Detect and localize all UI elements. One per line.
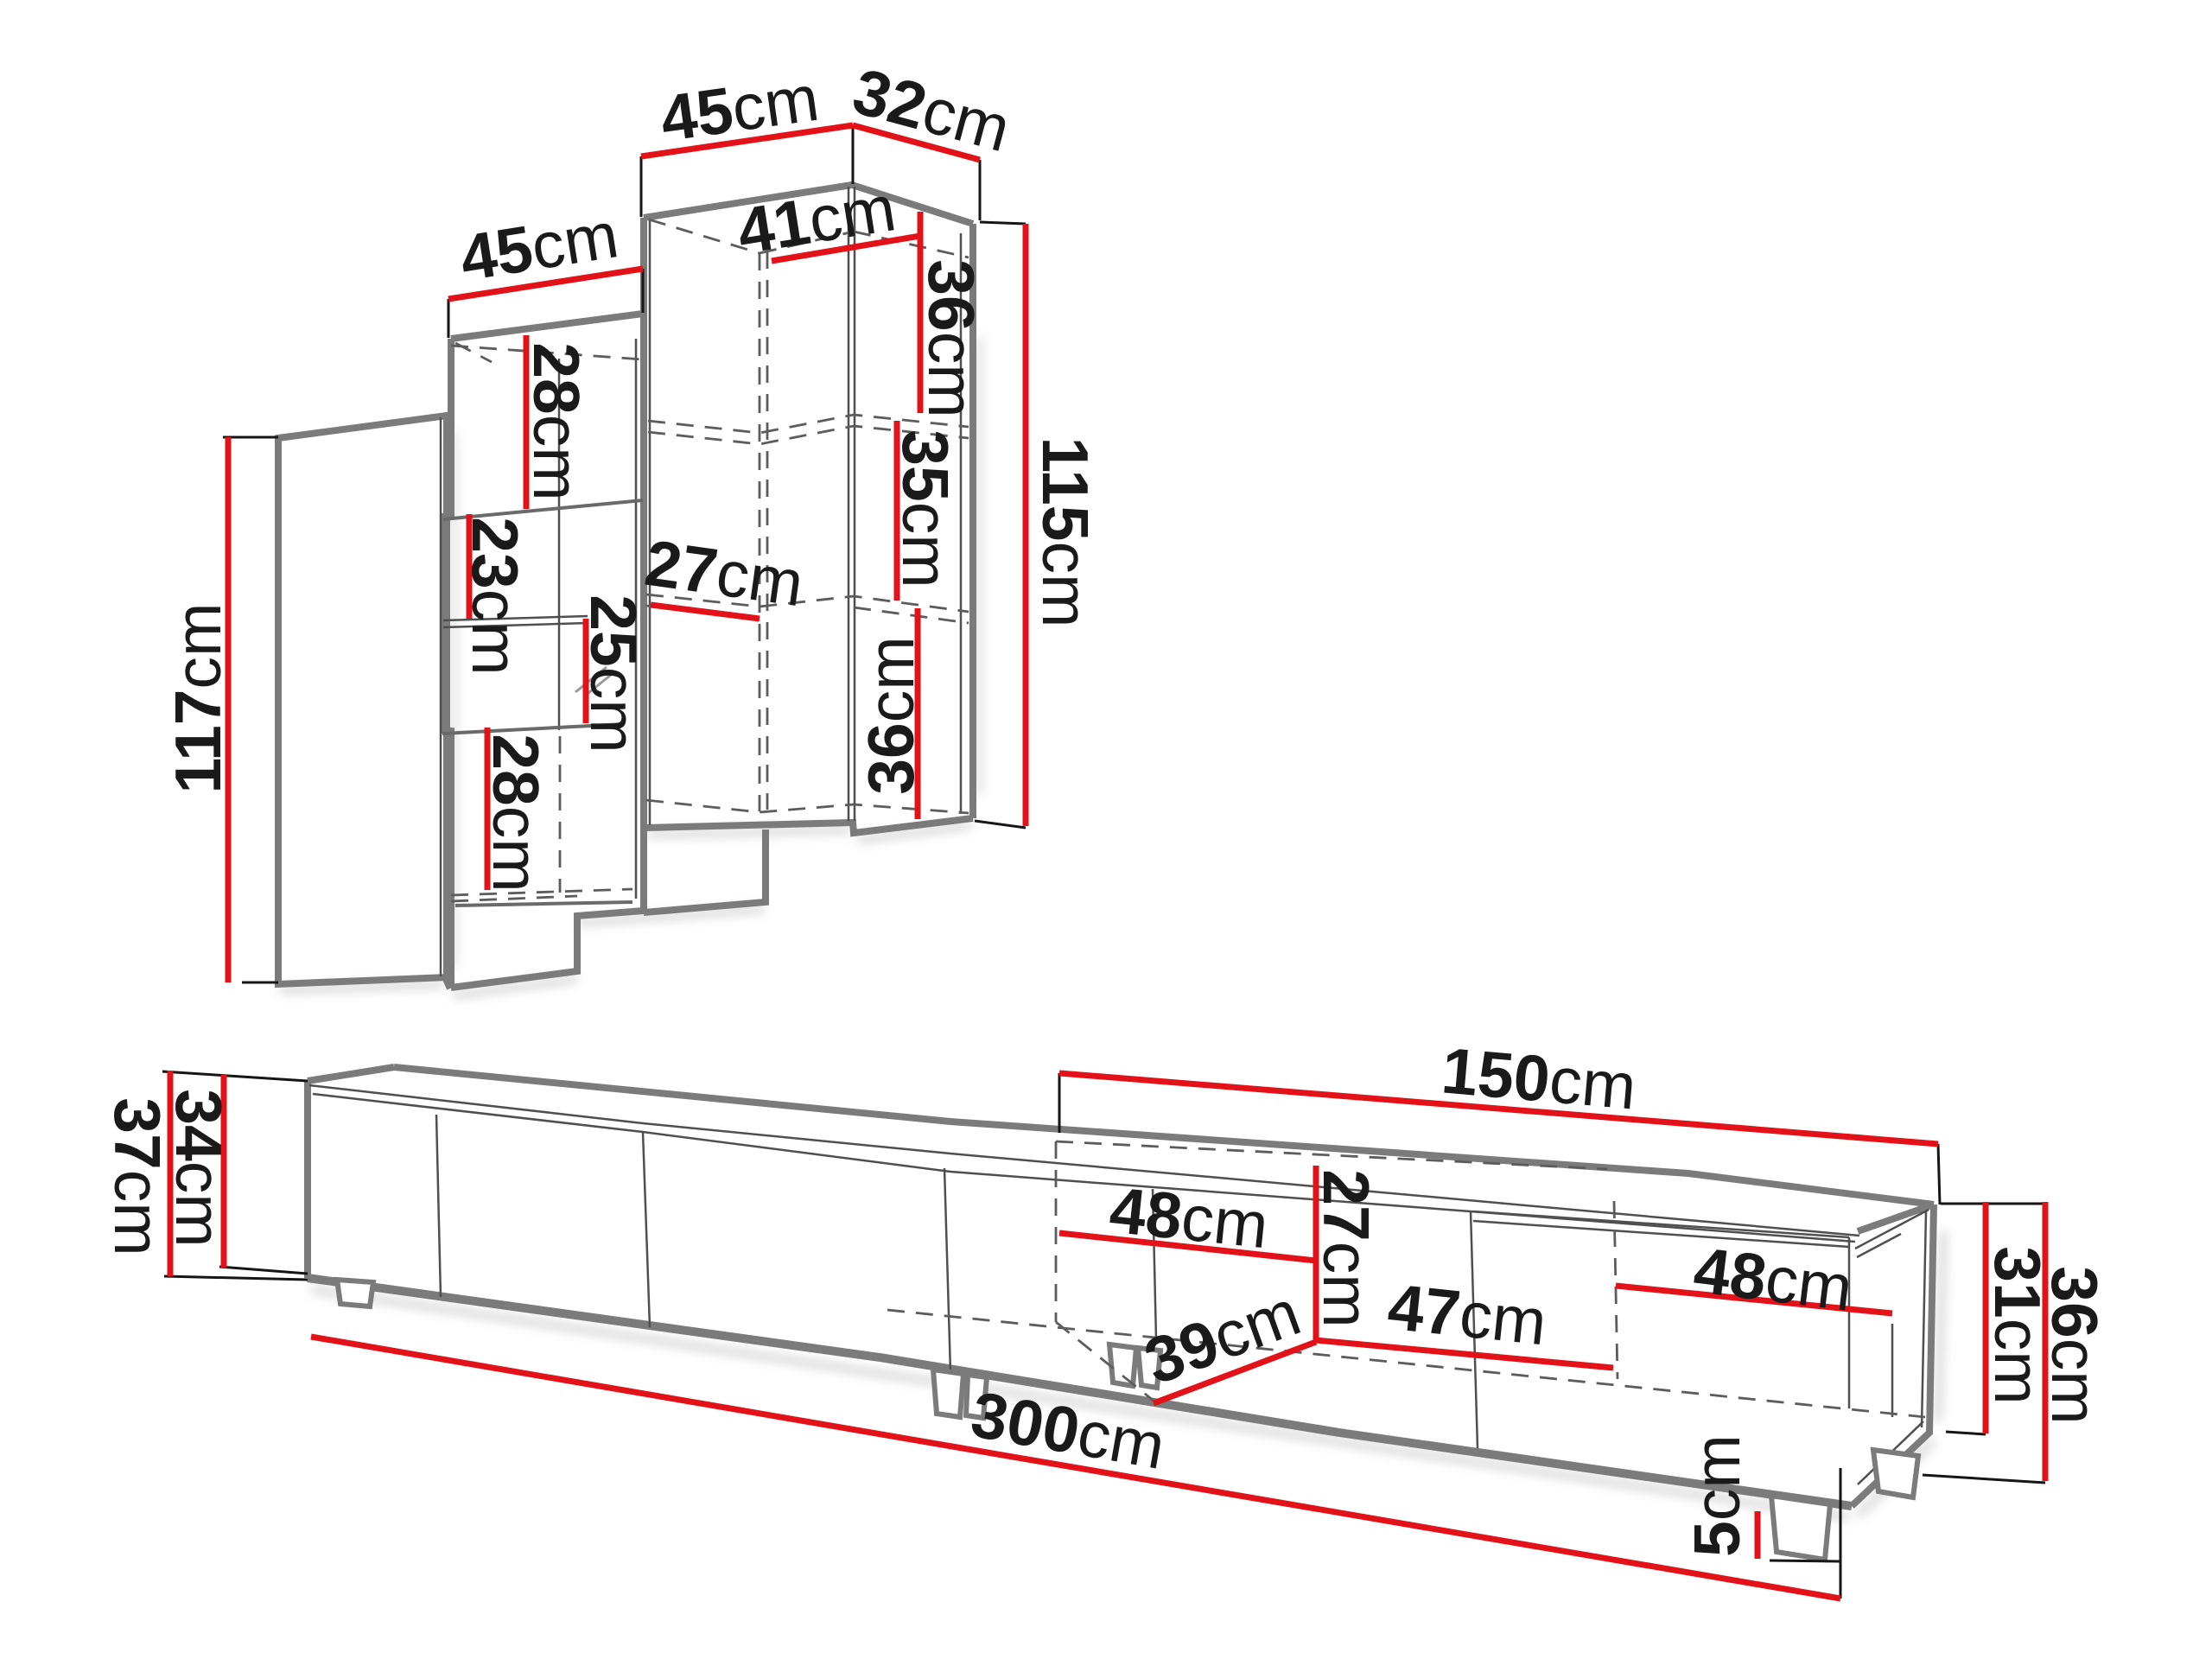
svg-text:28cm: 28cm	[480, 734, 552, 892]
svg-text:28cm: 28cm	[520, 342, 593, 500]
svg-text:117cm: 117cm	[162, 603, 234, 794]
svg-text:37cm: 37cm	[101, 1097, 174, 1255]
svg-text:48cm: 48cm	[1107, 1173, 1272, 1262]
svg-text:23cm: 23cm	[459, 517, 531, 675]
svg-text:27cm: 27cm	[1310, 1169, 1382, 1327]
svg-text:36cm: 36cm	[855, 636, 927, 794]
svg-text:36cm: 36cm	[2038, 1266, 2111, 1424]
svg-text:35cm: 35cm	[889, 429, 962, 588]
svg-text:34cm: 34cm	[162, 1089, 235, 1247]
svg-text:150cm: 150cm	[1439, 1033, 1639, 1122]
svg-text:27cm: 27cm	[640, 526, 807, 620]
svg-text:25cm: 25cm	[577, 594, 650, 753]
svg-text:47cm: 47cm	[1385, 1270, 1550, 1359]
svg-text:48cm: 48cm	[1690, 1233, 1856, 1325]
svg-text:115cm: 115cm	[1029, 437, 1102, 628]
svg-text:5cm: 5cm	[1681, 1434, 1753, 1557]
svg-text:36cm: 36cm	[915, 259, 988, 417]
svg-text:31cm: 31cm	[1981, 1246, 2054, 1404]
